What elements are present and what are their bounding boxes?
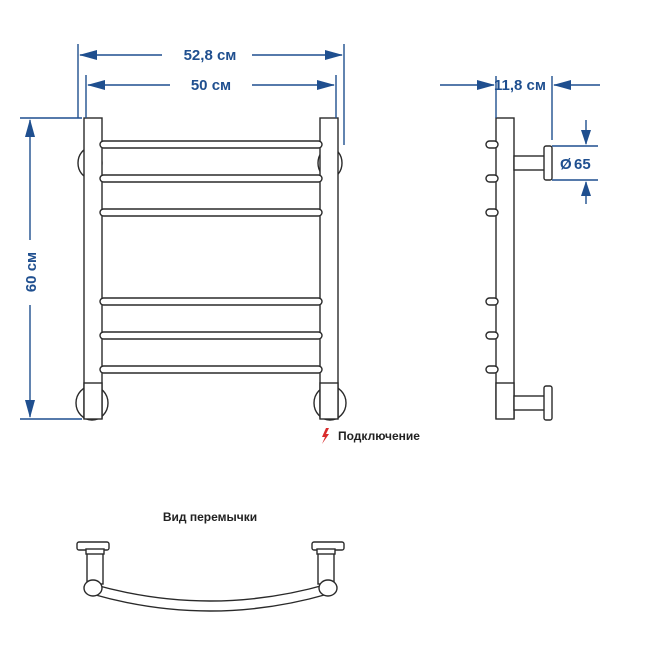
jumper-curved-bar [91, 583, 329, 612]
side-bottom-connector [495, 382, 515, 420]
overall-width-dimension: 52,8 см [77, 44, 345, 145]
jumper-right-joint [318, 579, 338, 597]
inner-width-label: 50 см [191, 77, 231, 94]
connection-note: Подключение [322, 428, 420, 444]
side-rung-4 [485, 297, 499, 306]
lightning-icon [322, 428, 329, 444]
rung-6 [99, 365, 323, 374]
diameter-label: 65 [574, 156, 591, 173]
height-label: 60 см [23, 252, 40, 292]
jumper-view-label: Вид перемычки [163, 510, 257, 524]
left-post [83, 117, 103, 419]
bottom-wall-flange [543, 385, 553, 421]
inner-width-dimension: 50 см [85, 75, 337, 118]
side-rung-6 [485, 365, 499, 374]
rung-1 [99, 140, 323, 149]
left-connector [83, 382, 103, 420]
front-view [75, 117, 347, 421]
rung-4 [99, 297, 323, 306]
jumper-view: Вид перемычки [76, 510, 345, 612]
jumper-right-collar [316, 548, 336, 555]
side-rung-3 [485, 208, 499, 217]
rung-5 [99, 331, 323, 340]
jumper-right-upright [317, 551, 335, 585]
rung-2 [99, 174, 323, 183]
diameter-symbol: Ø [560, 156, 572, 173]
jumper-left-collar [85, 548, 105, 555]
top-wall-flange [543, 145, 553, 181]
side-rung-5 [485, 331, 499, 340]
side-view [485, 117, 553, 421]
bottom-bracket-arm [513, 395, 547, 411]
rung-3 [99, 208, 323, 217]
diameter-dimension: Ø 65 [552, 120, 598, 204]
depth-dimension: 11,8 см [440, 76, 600, 140]
jumper-left-upright [86, 551, 104, 585]
side-rung-2 [485, 174, 499, 183]
side-rung-1 [485, 140, 499, 149]
jumper-left-joint [83, 579, 103, 597]
overall-width-label: 52,8 см [184, 47, 237, 64]
top-bracket-arm [513, 155, 547, 171]
right-post [319, 117, 339, 419]
depth-label: 11,8 см [494, 77, 546, 94]
connection-label: Подключение [338, 429, 420, 443]
side-post [495, 117, 515, 419]
right-connector [319, 382, 339, 420]
height-dimension: 60 см [20, 117, 82, 420]
